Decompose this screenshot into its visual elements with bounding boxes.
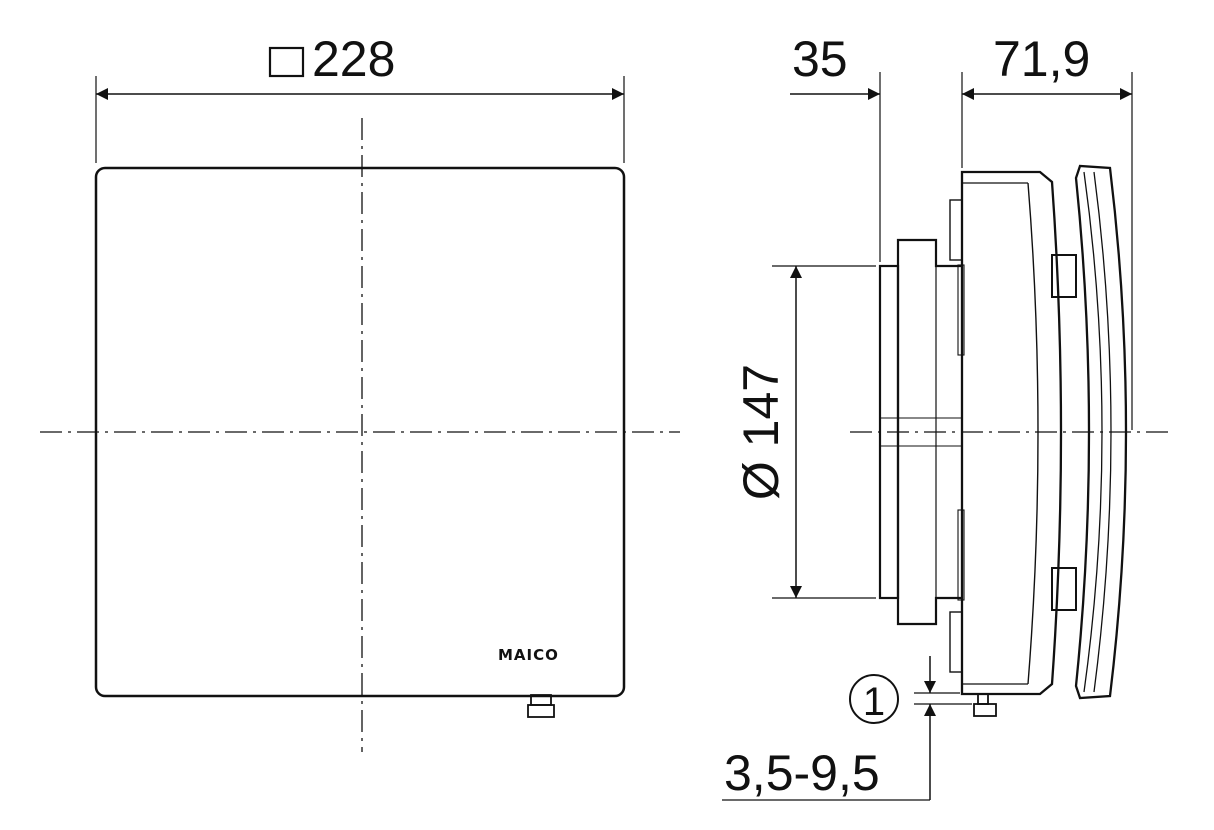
side-view bbox=[722, 72, 1172, 801]
square-symbol-icon bbox=[268, 46, 305, 78]
spigot bbox=[878, 238, 962, 626]
front-panel bbox=[94, 166, 626, 698]
callout-number: 1 bbox=[863, 680, 885, 724]
dim-label-35: 35 bbox=[792, 31, 848, 87]
callout-circle bbox=[849, 674, 899, 724]
side-knob bbox=[973, 693, 997, 717]
front-view bbox=[40, 46, 680, 752]
front-cover bbox=[1074, 164, 1128, 700]
dim-label-gap: 3,5-9,5 bbox=[724, 745, 880, 801]
housing bbox=[949, 170, 1063, 696]
dim-label-diameter: Ø 147 bbox=[733, 364, 789, 500]
switch-knob bbox=[527, 694, 555, 718]
dim-label-71-9: 71,9 bbox=[993, 31, 1090, 87]
maico-logo: MAICO bbox=[498, 646, 559, 664]
dim-label-228: 228 bbox=[312, 31, 395, 87]
cover-clips bbox=[1051, 254, 1077, 611]
